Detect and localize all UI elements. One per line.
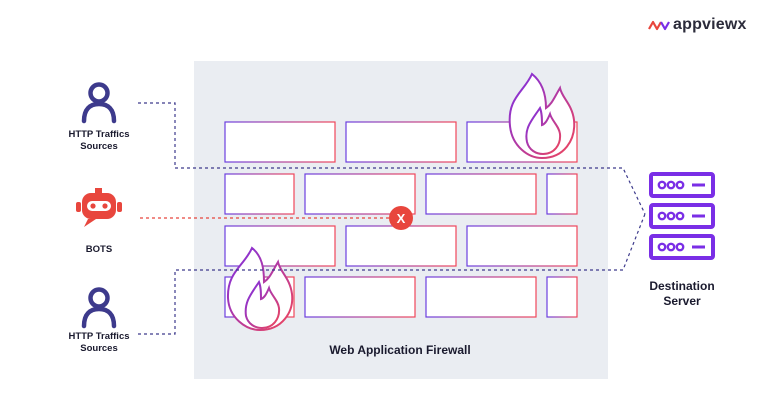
- brick: [224, 173, 295, 215]
- user-icon: [81, 287, 117, 329]
- brick: [224, 121, 336, 163]
- brand-name: appviewx: [673, 16, 747, 33]
- bot-icon: [76, 188, 122, 227]
- connector-top: [138, 102, 646, 215]
- flame-icon-top: [508, 72, 576, 160]
- logo-mark-icon: [648, 20, 670, 31]
- brick: [425, 276, 537, 318]
- destination-label: Destination Server: [649, 279, 715, 308]
- brick: [345, 225, 457, 267]
- flame-icon-bottom: [226, 246, 294, 332]
- brick: [345, 121, 457, 163]
- source-label-top: HTTP Traffics Sources: [68, 129, 130, 152]
- connector-bottom: [138, 213, 646, 335]
- brick: [425, 173, 537, 215]
- blocked-marker-text: X: [397, 211, 406, 226]
- user-icon: [81, 82, 117, 124]
- bots-label: BOTS: [85, 244, 113, 255]
- source-label-bottom: HTTP Traffics Sources: [68, 331, 130, 354]
- brick: [546, 276, 578, 318]
- blocked-marker: X: [389, 206, 413, 230]
- server-icon: [649, 172, 715, 260]
- firewall-bricks: [224, 121, 578, 318]
- brick: [546, 173, 578, 215]
- firewall-label: Web Application Firewall: [329, 343, 471, 357]
- brick: [224, 225, 336, 267]
- brand-logo: appviewx: [648, 16, 747, 34]
- brick: [304, 276, 416, 318]
- brick: [466, 225, 578, 267]
- traffic-connectors: [138, 102, 646, 335]
